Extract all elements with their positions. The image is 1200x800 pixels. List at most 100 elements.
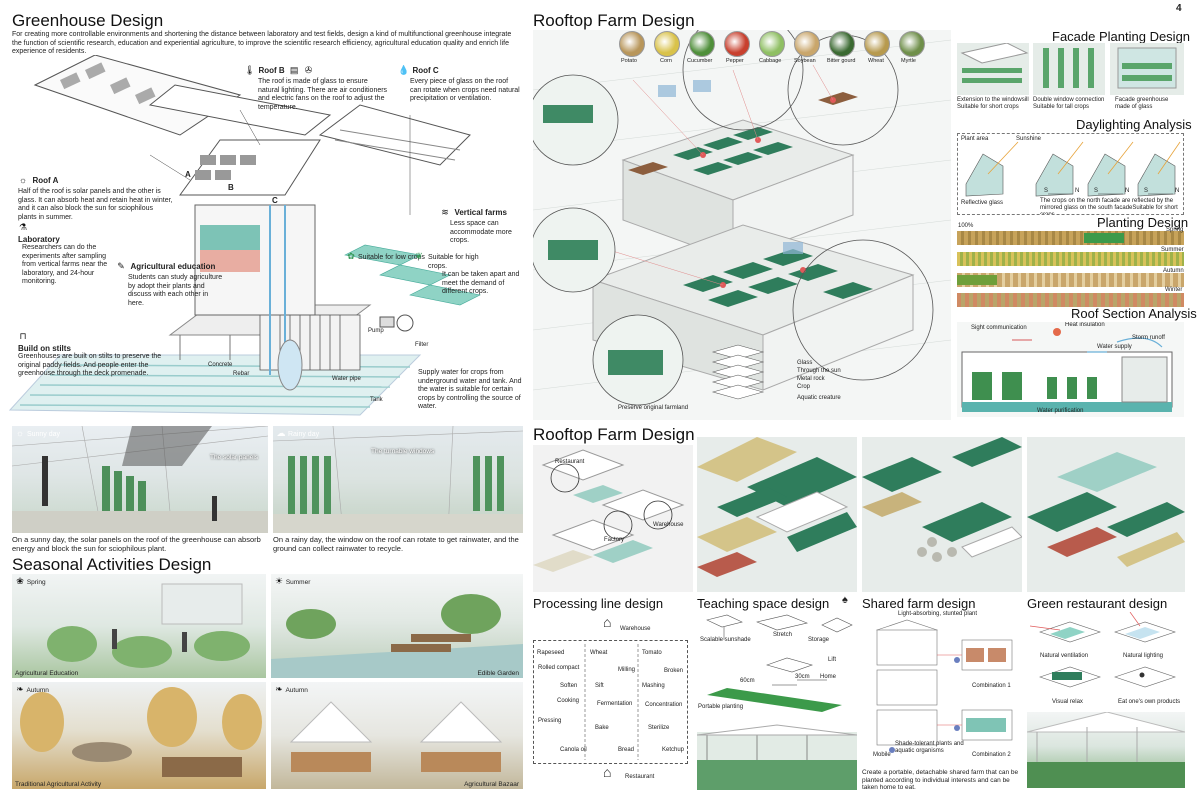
proc-c3-0: Tomato	[642, 650, 662, 656]
crop-label: Myrtle	[901, 58, 916, 64]
crop-label: Corn	[660, 58, 672, 64]
shared-farm-icon: ♠	[842, 594, 848, 606]
shade-label: Shade-tolerant plants and aquatic organi…	[895, 741, 964, 754]
agri-edu-title: Agricultural education	[130, 262, 216, 271]
cloud-icon: ☁	[276, 428, 286, 438]
spring-icon: ❀	[16, 576, 24, 586]
dim-30-label: 30cm	[795, 674, 810, 680]
roof-a-text: Half of the roof is solar panels and the…	[18, 188, 173, 221]
reflective-glass-label: Reflective glass	[961, 200, 1004, 206]
facade-1	[957, 43, 1029, 95]
proc-c1-3: Cooking	[557, 698, 580, 704]
soybean-icon	[794, 31, 820, 57]
roof-section-title: Roof Section Analysis	[1071, 306, 1197, 321]
season-winter: Winter	[1165, 287, 1183, 293]
water-supply-label: Water supply	[1097, 344, 1132, 350]
wheat-icon	[864, 31, 890, 57]
summer-photo: ☀ Summer Edible Garden	[271, 574, 523, 678]
water-pipe-label: Water pipe	[332, 376, 361, 382]
planting-strip-summer	[957, 252, 1184, 266]
facade-cap-2: Double window connection Suitable for ta…	[1033, 97, 1105, 110]
warehouse-label: Warehouse	[653, 522, 684, 528]
south-label-3: S	[1144, 188, 1149, 194]
crop-label: Soybean	[794, 58, 816, 64]
raindrop-icon: 💧	[398, 65, 410, 75]
high-crops-text: Suitable for high crops.	[428, 254, 479, 270]
visual-relax-label: Visual relax	[1052, 699, 1083, 705]
rebar-label: Rebar	[233, 371, 250, 377]
autumn2-label: Autumn	[285, 687, 308, 694]
planting-strip-autumn	[957, 273, 1184, 287]
stilts-text: Greenhouses are built on stilts to prese…	[18, 353, 162, 377]
proc-c1-4: Pressing	[538, 718, 562, 724]
layer-label: Glass	[797, 360, 813, 366]
proc-c1-0: Rapeseed	[537, 650, 565, 656]
roof-b-text: The roof is made of glass to ensure natu…	[258, 78, 388, 111]
high-plant-icon: ❦	[415, 251, 423, 261]
rainy-text: On a rainy day, the window on the roof c…	[273, 535, 519, 553]
page-number: 4	[1176, 3, 1182, 14]
combination-2-label: Combination 2	[972, 752, 1011, 758]
proc-c2-0: Wheat	[590, 650, 608, 656]
planting-strip-winter	[957, 293, 1184, 307]
season-summer: Summer	[1161, 247, 1184, 253]
north-label-2: N	[1125, 188, 1130, 194]
supply-text: Supply water for crops from underground …	[418, 369, 522, 410]
facade-title: Facade Planting Design	[1052, 29, 1191, 44]
north-label-1: N	[1075, 188, 1080, 194]
sunny-day-photo: ☼ Sunny day The solar panels	[12, 426, 268, 533]
crop-label: Wheat	[868, 58, 884, 64]
autumn1-label: Autumn	[26, 687, 49, 694]
laboratory-title: Laboratory	[18, 235, 60, 244]
mobile-label: Mobile	[873, 752, 891, 758]
rooftop-title: Rooftop Farm Design	[533, 11, 695, 30]
vertical-text: Less space can accommodate more crops.	[450, 220, 512, 244]
layers-icon: ≋	[441, 207, 449, 217]
filter-label: Filter	[415, 342, 429, 348]
spring-caption: Agricultural Education	[15, 670, 79, 677]
takeapart-text: It can be taken apart and meet the deman…	[442, 271, 520, 295]
cabbage-icon	[759, 31, 785, 57]
greenhouse-axonometric	[8, 55, 481, 416]
spring-label: Spring	[26, 579, 46, 586]
restaurant-icon: ⌂	[603, 764, 612, 780]
restaurant-label: Restaurant	[555, 459, 585, 465]
green-restaurant-photo	[1027, 712, 1185, 788]
layer-label: Through the sun	[797, 368, 841, 374]
myrtle-icon	[899, 31, 925, 57]
planting-title: Planting Design	[1097, 215, 1189, 230]
cucumber-icon	[689, 31, 715, 57]
processing-dividers	[584, 644, 639, 760]
portable-label: Portable planting	[698, 704, 744, 710]
proc-c2-4: Bake	[595, 725, 609, 731]
agri-edu-text: Students can study agriculture by adopt …	[128, 274, 223, 307]
stilts-icon: ⊓	[19, 331, 27, 341]
air-conditioner-icon: ▤	[289, 65, 299, 75]
summer-caption: Edible Garden	[477, 670, 519, 677]
label-b: B	[228, 183, 234, 192]
pepper-icon	[724, 31, 750, 57]
percent-label: 100%	[958, 223, 974, 229]
teaching-diagram	[697, 614, 857, 790]
autumn-activity-photo: ❧ Autumn Traditional Agricultural Activi…	[12, 682, 266, 789]
education-icon: ✎	[117, 261, 125, 271]
stilts-title: Build on stilts	[18, 344, 71, 353]
proc-c1-1: Rolled compact	[538, 665, 580, 671]
sunny-label: Sunny day	[26, 431, 61, 438]
north-label-3: N	[1175, 188, 1180, 194]
layer-label: Metal rock	[797, 376, 825, 382]
bazaar-photo: ❧ Autumn Agricultural Bazaar	[271, 682, 523, 789]
proc-c3-4: Sterilize	[648, 725, 670, 731]
shared-aerial	[1027, 437, 1185, 592]
sun-icon: ☼	[18, 175, 28, 185]
potato-icon	[619, 31, 645, 57]
proc-c3-3: Concentration	[645, 702, 683, 708]
processing-restaurant: Restaurant	[625, 774, 655, 780]
processing-aerial	[697, 437, 857, 592]
thermometer-icon: 🌡	[244, 65, 256, 75]
crop-label: Potato	[621, 58, 637, 64]
south-label-1: S	[1044, 188, 1049, 194]
green-title: Green restaurant design	[1027, 596, 1168, 611]
label-a: A	[185, 170, 191, 179]
crop-label: Cucumber	[687, 58, 713, 64]
